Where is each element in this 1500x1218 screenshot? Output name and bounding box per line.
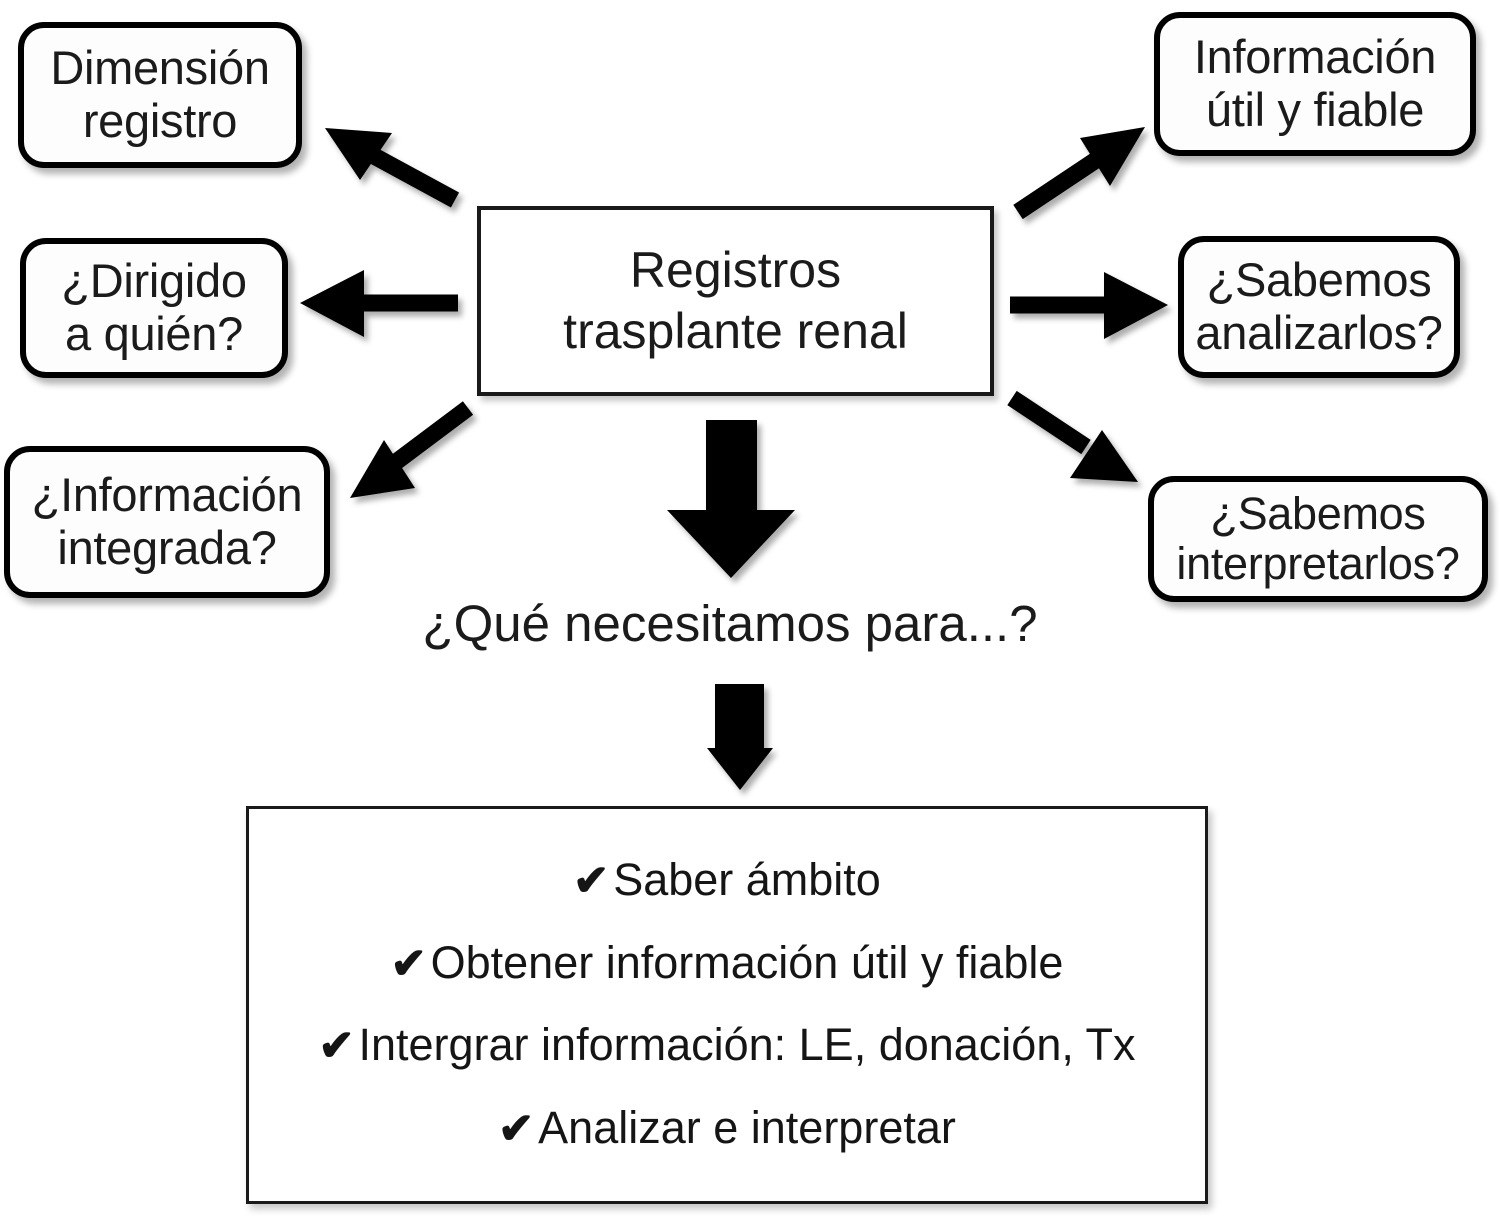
node-line-2: útil y fiable bbox=[1205, 83, 1425, 136]
node-informacion-util-y-fiable[interactable]: Información útil y fiable bbox=[1154, 12, 1476, 156]
node-dimension-registro[interactable]: Dimensión registro bbox=[18, 22, 302, 168]
checklist-item-label: Analizar e interpretar bbox=[538, 1101, 956, 1153]
arrow-to-sabemos-analizarlos bbox=[1010, 272, 1168, 339]
node-line-1: ¿Sabemos bbox=[1210, 487, 1426, 539]
checklist-item: ✔Obtener información útil y fiable bbox=[390, 936, 1064, 988]
arrow-center-down bbox=[667, 420, 795, 578]
node-line-1: ¿Dirigido bbox=[61, 254, 247, 308]
check-icon: ✔ bbox=[573, 857, 610, 906]
node-registros-trasplante-renal[interactable]: Registros trasplante renal bbox=[477, 206, 994, 396]
checklist-box: ✔Saber ámbito ✔Obtener información útil … bbox=[246, 806, 1208, 1204]
node-informacion-integrada[interactable]: ¿Información integrada? bbox=[4, 446, 330, 598]
center-line-2: trasplante renal bbox=[563, 303, 908, 359]
checklist-item: ✔Intergrar información: LE, donación, Tx bbox=[318, 1020, 1135, 1070]
check-icon: ✔ bbox=[318, 1022, 355, 1071]
checklist-item: ✔Analizar e interpretar bbox=[498, 1101, 956, 1153]
node-line-2: a quién? bbox=[65, 307, 243, 360]
arrow-to-dirigido-a-quien bbox=[300, 270, 458, 337]
arrow-to-sabemos-interpretarlos bbox=[1007, 390, 1138, 482]
checklist-item-label: Obtener información útil y fiable bbox=[430, 936, 1064, 988]
node-dirigido-a-quien[interactable]: ¿Dirigido a quién? bbox=[20, 238, 288, 378]
node-line-1: ¿Sabemos bbox=[1206, 253, 1432, 307]
checklist-item-label: Intergrar información: LE, donación, Tx bbox=[358, 1019, 1136, 1071]
checklist-item: ✔Saber ámbito bbox=[573, 855, 881, 905]
node-line-1: ¿Información bbox=[31, 468, 303, 522]
node-line-2: registro bbox=[82, 94, 238, 147]
arrow-to-informacion-util-y-fiable bbox=[1013, 127, 1145, 220]
check-icon: ✔ bbox=[390, 939, 427, 988]
center-line-1: Registros bbox=[629, 242, 842, 298]
question-label: ¿Qué necesitamos para...? bbox=[422, 595, 1038, 652]
checklist-item-label: Saber ámbito bbox=[613, 854, 881, 906]
node-sabemos-analizarlos[interactable]: ¿Sabemos analizarlos? bbox=[1178, 236, 1460, 378]
arrow-question-down bbox=[707, 684, 773, 790]
node-line-2: analizarlos? bbox=[1195, 306, 1443, 359]
arrow-to-informacion-integrada bbox=[350, 401, 474, 498]
arrow-to-dimension-registro bbox=[325, 128, 460, 208]
node-sabemos-interpretarlos[interactable]: ¿Sabemos interpretarlos? bbox=[1148, 476, 1488, 602]
node-line-2: integrada? bbox=[57, 521, 277, 574]
node-line-1: Información bbox=[1193, 30, 1437, 84]
node-line-1: Dimensión bbox=[50, 41, 270, 95]
node-line-2: interpretarlos? bbox=[1176, 538, 1460, 589]
check-icon: ✔ bbox=[498, 1104, 535, 1153]
